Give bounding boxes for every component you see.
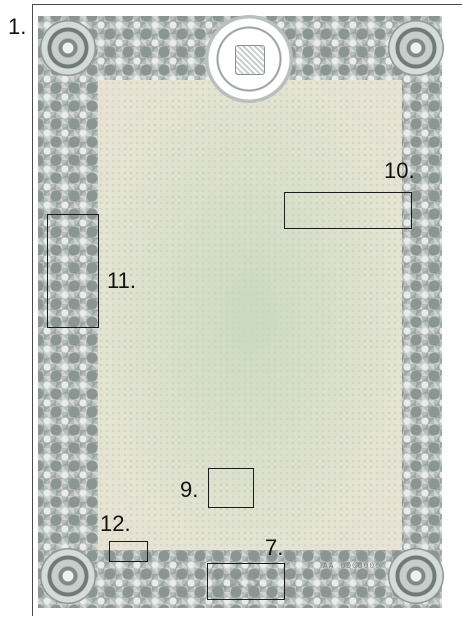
callout-label-11: 11. [107,270,136,292]
corner-rosette-bottom-right [388,548,444,604]
callout-box-9 [208,468,254,508]
callout-box-11 [47,214,99,328]
callout-label-9: 9. [180,479,198,501]
figure-number-label: 1. [8,16,26,38]
official-seal-emblem [205,15,293,103]
callout-box-12 [109,541,148,562]
callout-label-12: 12. [100,513,131,535]
seal-crest-icon [235,45,265,75]
callout-box-7 [207,563,285,600]
corner-rosette-top-right [388,20,444,76]
callout-label-10: 10. [384,160,415,182]
callout-label-7: 7. [265,537,283,559]
corner-rosette-bottom-left [40,548,96,604]
corner-rosette-top-left [40,20,96,76]
serial-number: AA 0000000 [323,562,381,571]
callout-box-10 [284,192,412,229]
